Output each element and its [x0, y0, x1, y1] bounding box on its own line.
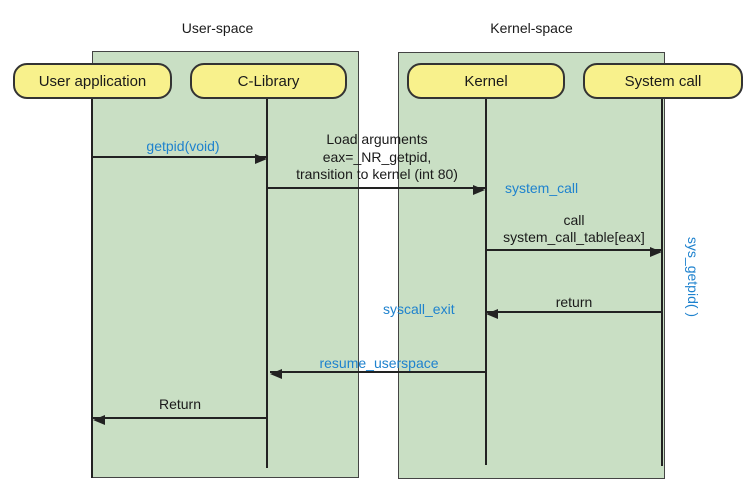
arrowhead	[486, 309, 498, 319]
load-arguments-line3: transition to kernel (int 80)	[296, 166, 458, 182]
kernel-space-title: Kernel-space	[490, 20, 573, 36]
arrow-resume-userspace	[270, 369, 486, 379]
actor-kernel: Kernel	[407, 63, 565, 99]
return-outer-label: Return	[158, 396, 202, 412]
load-arguments-label: Load arguments eax=_NR_getpid, transitio…	[296, 131, 458, 184]
arrowhead	[255, 154, 267, 164]
syscall-exit-label: syscall_exit	[383, 301, 455, 317]
sys-getpid-label: sys_getpid( )	[685, 236, 701, 318]
lifeline-kernel	[485, 98, 487, 465]
lifeline-system-call	[661, 98, 663, 466]
return-inner-label: return	[555, 294, 593, 310]
arrowhead	[650, 247, 662, 257]
arrowhead	[270, 369, 282, 379]
load-arguments-line2: eax=_NR_getpid,	[322, 148, 432, 165]
resume-userspace-label: resume_userspace	[319, 355, 439, 371]
getpid-label: getpid(void)	[146, 138, 220, 154]
actor-system-call: System call	[583, 63, 743, 99]
user-space-region	[92, 51, 359, 478]
arrow-return-to-kernel	[486, 309, 662, 319]
actor-user-application-label: User application	[38, 72, 147, 90]
actor-kernel-label: Kernel	[464, 72, 508, 90]
lifeline-c-library	[266, 99, 268, 468]
system-call-entry-label: system_call	[505, 180, 579, 196]
lifeline-user-application	[91, 99, 93, 478]
actor-user-application: User application	[13, 63, 172, 99]
arrowhead	[473, 185, 485, 195]
arrow-getpid	[92, 154, 267, 164]
actor-system-call-label: System call	[624, 72, 702, 90]
call-table-line2: system_call_table[eax]	[503, 229, 645, 245]
user-space-title: User-space	[181, 20, 254, 36]
call-table-label: call system_call_table[eax]	[503, 212, 645, 246]
kernel-space-region	[398, 52, 665, 479]
actor-c-library: C-Library	[190, 63, 347, 99]
arrow-return-to-user-app	[93, 415, 267, 425]
call-table-line1: call	[563, 212, 585, 228]
load-arguments-line1: Load arguments	[326, 131, 428, 147]
actor-c-library-label: C-Library	[237, 72, 300, 90]
arrowhead	[93, 415, 105, 425]
arrow-load-arguments	[268, 185, 485, 195]
arrow-call-system-call-table	[486, 247, 662, 257]
